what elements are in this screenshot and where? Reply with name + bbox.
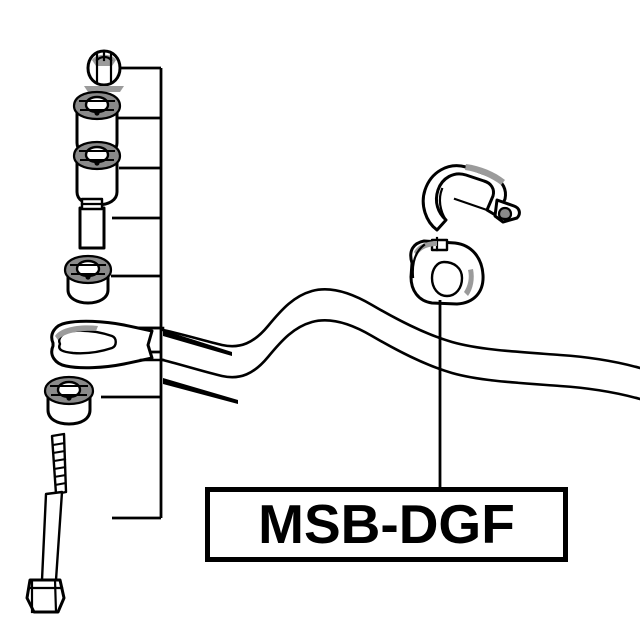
part-stabilizer-mounting-bracket — [421, 164, 521, 232]
part-stabilizer-bushing — [409, 236, 485, 306]
part-spacer-sleeve — [78, 197, 106, 250]
part-number-label-inner: MSB-DGF — [210, 492, 563, 557]
part-hex-nut — [84, 49, 124, 92]
part-link-bushing-lower — [43, 375, 95, 426]
part-link-bushing-middle — [63, 254, 113, 305]
part-number-label-box: MSB-DGF — [205, 487, 568, 562]
part-number-text: MSB-DGF — [258, 493, 515, 555]
left-callout-bracket — [101, 66, 163, 520]
part-link-bushing-second — [72, 140, 122, 207]
part-link-bolt — [25, 432, 68, 614]
stabilizer-bar — [161, 287, 640, 401]
bracket-arrow-connectors — [163, 330, 238, 404]
part-stabilizer-link-end — [50, 319, 165, 370]
